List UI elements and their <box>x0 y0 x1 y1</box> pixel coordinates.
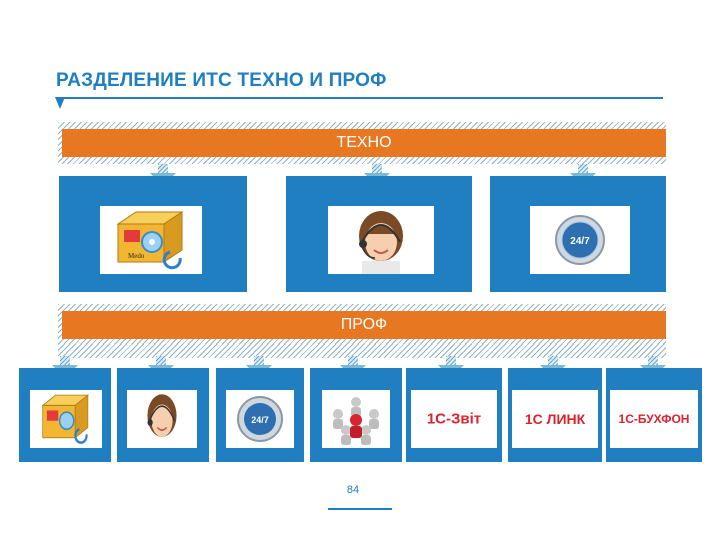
techno-box-3[interactable]: 24/7 <box>490 176 666 292</box>
logo-1c-bukhfon: 1С-БУХФОН <box>618 412 690 426</box>
software-box-icon: Medo <box>116 211 184 270</box>
title-underline-tick <box>55 97 65 109</box>
techno-tile-2 <box>328 206 434 274</box>
prof-tile-3: 24/7 <box>226 390 294 448</box>
people-network-icon <box>333 397 379 445</box>
software-box-icon <box>41 394 90 444</box>
prof-tile-2 <box>127 390 197 448</box>
title-underline <box>56 97 663 99</box>
prof-box-4[interactable] <box>310 368 402 462</box>
prof-tile-5: 1С-Звіт <box>411 390 497 448</box>
prof-bar: ПРОФ <box>62 311 666 339</box>
prof-connector <box>58 344 666 358</box>
prof-box-7[interactable]: 1С-БУХФОН <box>606 368 702 462</box>
page-number: 84 <box>346 484 360 496</box>
prof-tile-6: 1С ЛИНК <box>512 390 598 448</box>
logo-1c-zvit: 1С-Звіт <box>426 410 482 428</box>
prof-tile-1 <box>30 390 102 448</box>
clock-24-7-icon: 24/7 <box>555 215 605 265</box>
clock-24-7-icon: 24/7 <box>237 396 283 442</box>
page-number-underline <box>328 508 392 510</box>
page-title: РАЗДЕЛЕНИЕ ИТС ТЕХНО И ПРОФ <box>56 70 387 91</box>
prof-tile-4 <box>322 390 390 448</box>
techno-tile-3: 24/7 <box>530 206 630 274</box>
techno-box-1[interactable]: Medo <box>59 176 247 292</box>
prof-tile-7: 1С-БУХФОН <box>610 390 698 448</box>
prof-box-5[interactable]: 1С-Звіт <box>406 368 502 462</box>
techno-tile-1: Medo <box>100 206 202 274</box>
support-operator-icon <box>147 394 177 437</box>
techno-box-2[interactable] <box>286 176 472 292</box>
clock-badge-text: 24/7 <box>251 415 269 425</box>
prof-box-1[interactable] <box>19 368 111 462</box>
prof-box-6[interactable]: 1С ЛИНК <box>508 368 602 462</box>
svg-text:Medo: Medo <box>128 252 145 260</box>
techno-bar: ТЕХНО <box>62 129 666 157</box>
clock-badge-text: 24/7 <box>570 236 590 247</box>
support-operator-icon <box>359 211 403 274</box>
logo-1c-link: 1С ЛИНК <box>524 411 586 427</box>
prof-box-2[interactable] <box>117 368 209 462</box>
prof-box-3[interactable]: 24/7 <box>216 368 304 462</box>
